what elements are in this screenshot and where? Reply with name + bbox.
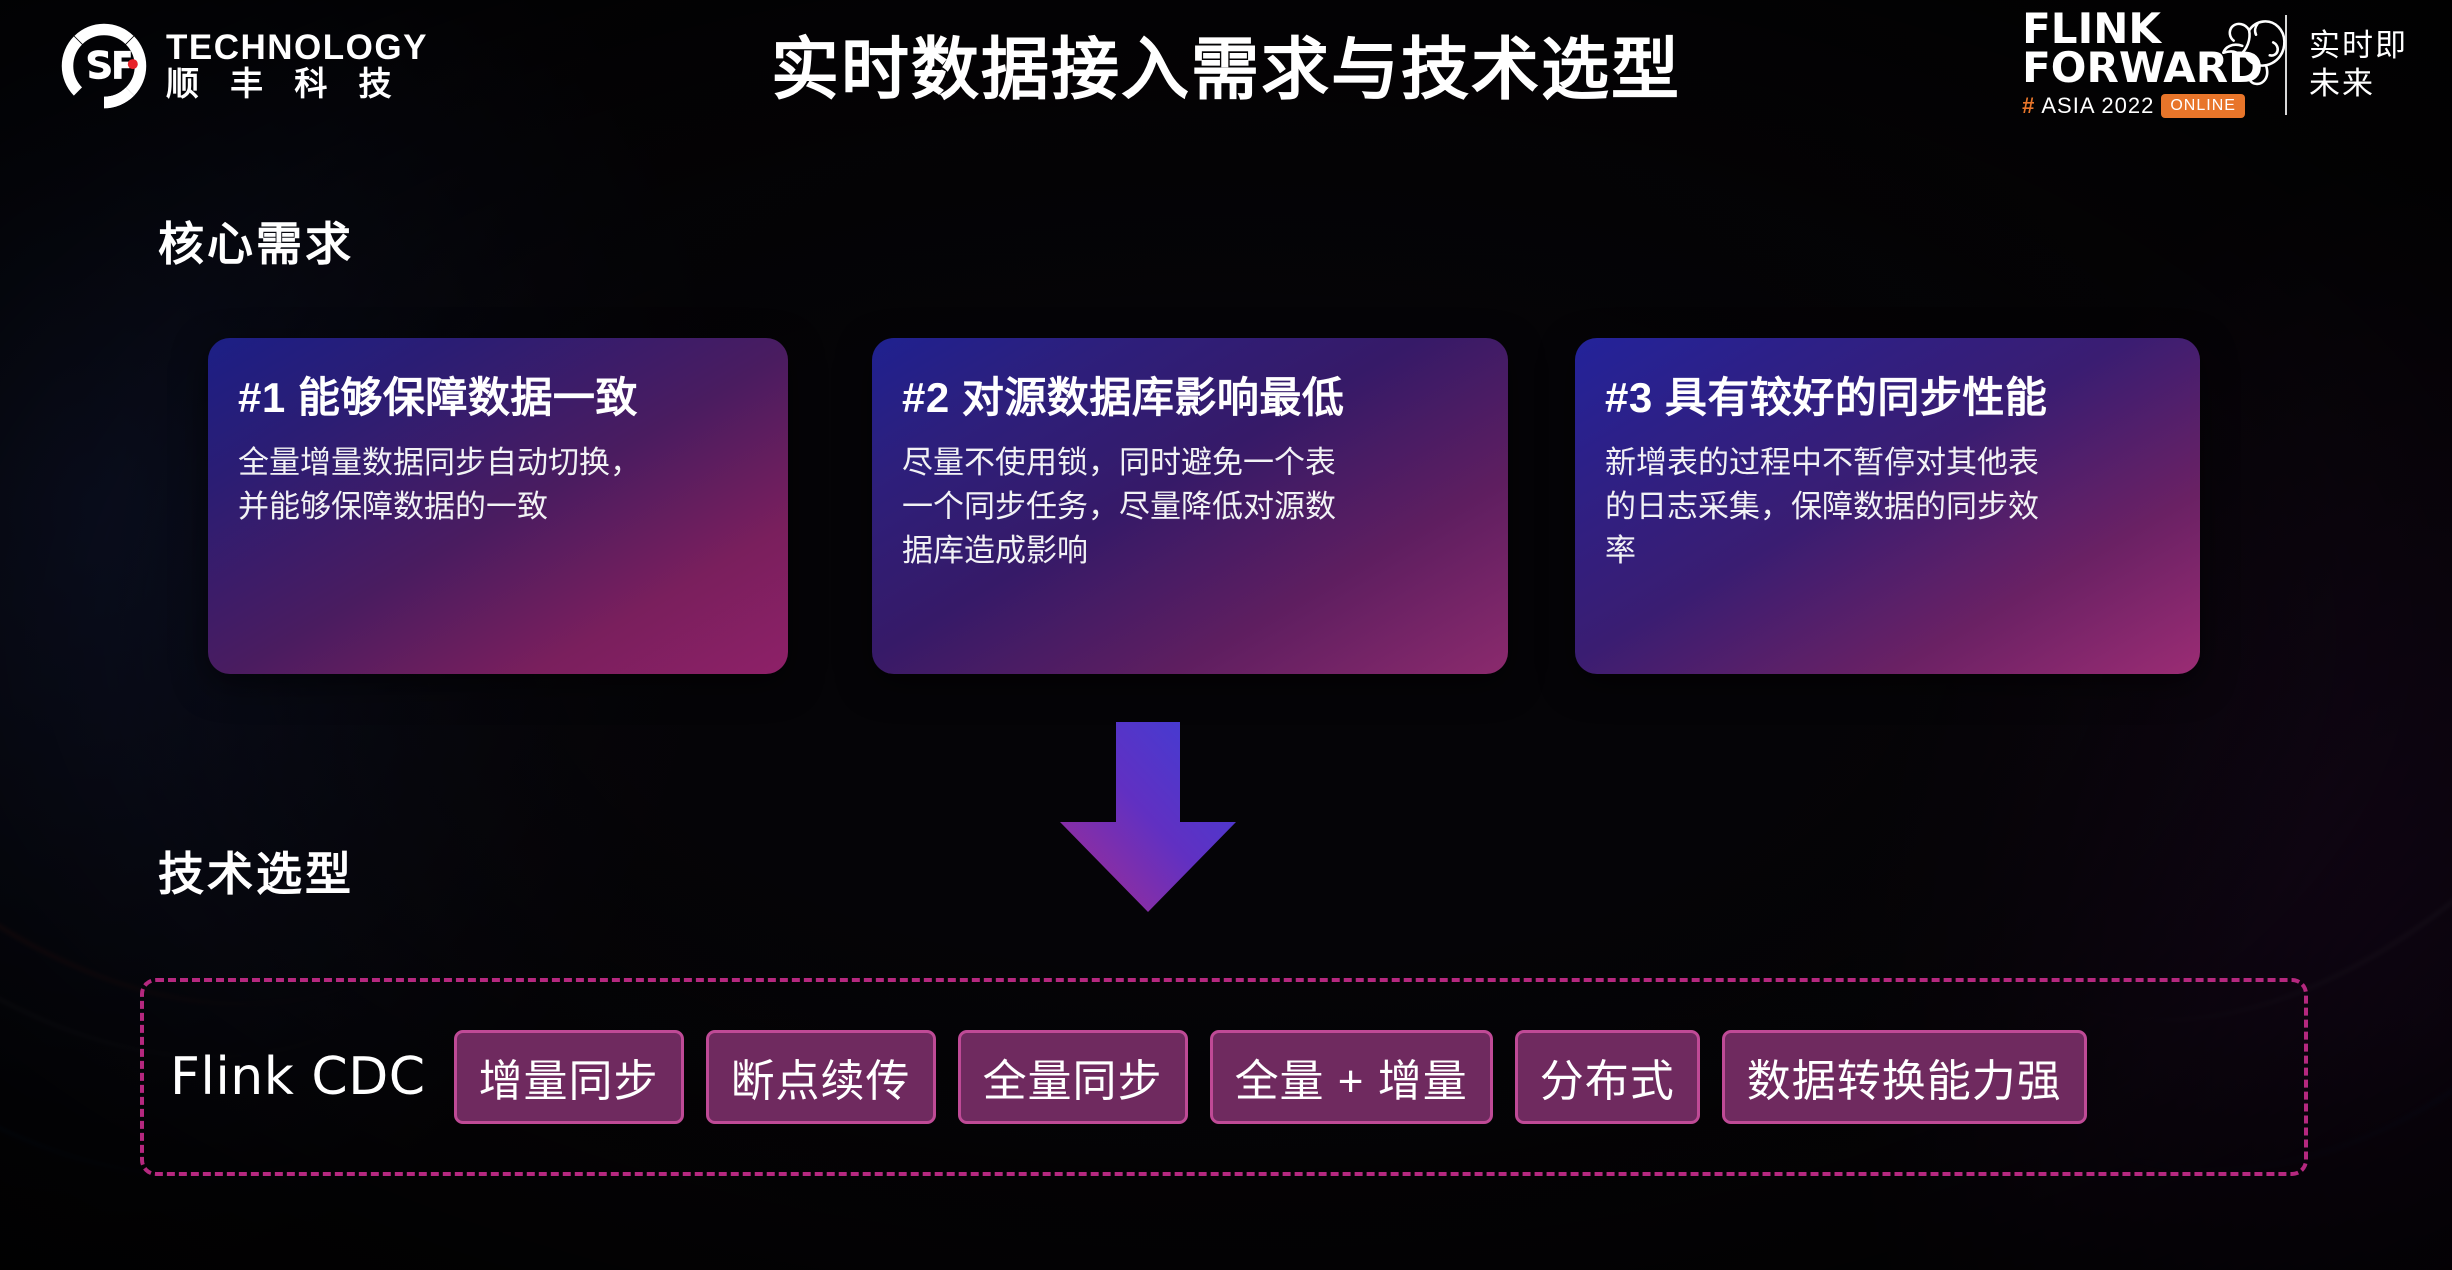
hash-icon: #	[2022, 93, 2035, 119]
card-title: #2 对源数据库影响最低	[902, 374, 1345, 421]
flink-tagline-line1: 实时即	[2309, 27, 2408, 63]
requirement-card-3: #3 具有较好的同步性能 新增表的过程中不暂停对其他表 的日志采集，保障数据的同…	[1575, 338, 2200, 674]
flink-tagline-line2: 未来	[2309, 65, 2375, 101]
requirement-card-2: #2 对源数据库影响最低 尽量不使用锁，同时避免一个表 一个同步任务，尽量降低对…	[872, 338, 1508, 674]
flink-cdc-label: Flink CDC	[170, 1047, 426, 1107]
flink-forward-edition: ASIA 2022	[2041, 93, 2155, 119]
tech-tag-data-transformation[interactable]: 数据转换能力强	[1721, 1030, 2087, 1124]
card-body-line: 率	[1605, 533, 1636, 569]
slide-header: TECHNOLOGY 顺 丰 科 技 实时数据接入需求与技术选型 FLINK F…	[0, 0, 2452, 140]
card-body-line: 据库造成影响	[902, 533, 1088, 569]
card-body: 新增表的过程中不暂停对其他表 的日志采集，保障数据的同步效 率	[1605, 441, 2170, 573]
card-body-line: 的日志采集，保障数据的同步效	[1605, 489, 2039, 525]
tech-selection-box: Flink CDC 增量同步 断点续传 全量同步 全量 + 增量 分布式 数据转…	[140, 978, 2308, 1176]
down-arrow-icon	[1060, 722, 1236, 912]
tech-tag-full-plus-incremental[interactable]: 全量 + 增量	[1209, 1030, 1493, 1124]
card-body-line: 全量增量数据同步自动切换，	[238, 445, 641, 480]
requirement-card-1: #1 能够保障数据一致 全量增量数据同步自动切换， 并能够保障数据的一致	[208, 338, 788, 674]
card-title: #1 能够保障数据一致	[238, 374, 638, 421]
card-body-line: 尽量不使用锁，同时避免一个表	[902, 445, 1336, 480]
card-body-line: 并能够保障数据的一致	[238, 489, 548, 525]
online-badge: ONLINE	[2161, 94, 2245, 119]
section-heading-core-requirements: 核心需求	[158, 218, 354, 270]
card-body-line: 一个同步任务，尽量降低对源数	[902, 489, 1336, 525]
card-body-line: 新增表的过程中不暂停对其他表	[1605, 445, 2039, 480]
card-title: #3 具有较好的同步性能	[1605, 374, 2048, 421]
tech-tag-full-sync[interactable]: 全量同步	[957, 1030, 1188, 1124]
card-body: 尽量不使用锁，同时避免一个表 一个同步任务，尽量降低对源数 据库造成影响	[902, 441, 1478, 573]
tech-tag-incremental-sync[interactable]: 增量同步	[453, 1030, 684, 1124]
tech-tag-resume-from-breakpoint[interactable]: 断点续传	[705, 1030, 936, 1124]
card-body: 全量增量数据同步自动切换， 并能够保障数据的一致	[238, 441, 758, 529]
squirrel-icon	[2213, 8, 2299, 94]
section-heading-tech-selection: 技术选型	[158, 848, 354, 900]
flink-forward-logo: FLINK FORWARD # ASIA 2022 ONLINE	[2022, 8, 2408, 119]
tech-tag-distributed[interactable]: 分布式	[1514, 1030, 1700, 1124]
